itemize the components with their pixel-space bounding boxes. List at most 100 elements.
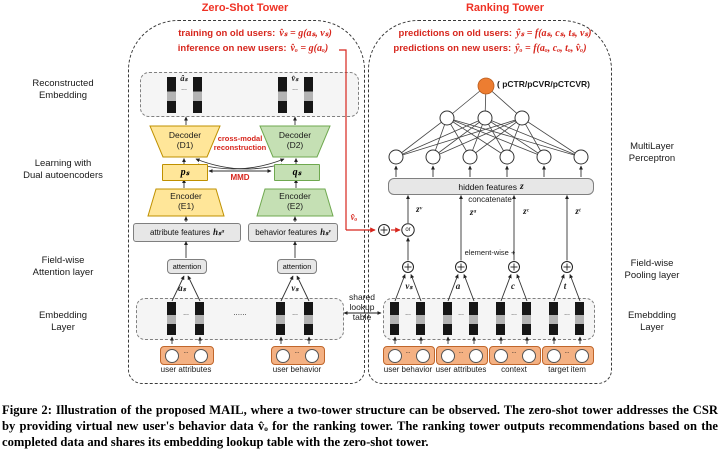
ranking-tower-title: Ranking Tower	[465, 2, 545, 14]
emb-a-label: aₛ	[178, 283, 186, 293]
z-label-v: zᵛ	[416, 204, 422, 214]
embedding-bar	[304, 77, 313, 113]
embedding-bar	[496, 302, 505, 335]
mmd-label: MMD	[230, 173, 250, 182]
input-node	[416, 348, 430, 363]
hidden-features-label: hidden features	[458, 181, 517, 192]
output-node	[477, 77, 495, 95]
z-label-a: zᵃ	[469, 207, 477, 217]
elementwise-label: element-wise +	[464, 248, 516, 257]
hidden-features-box: hidden features z	[388, 178, 594, 195]
ellipsis: ...	[183, 349, 189, 355]
cross-modal-label: cross-modal reconstruction	[213, 134, 267, 153]
hidden-features-symbol: z	[519, 181, 524, 192]
zs-equation-train: training on old users: v̂ₛ = g(aₛ, vₛ)	[178, 28, 332, 39]
ellipsis: ...	[181, 85, 187, 92]
input-node	[547, 348, 561, 363]
input-node	[165, 348, 179, 363]
embedding-bar	[304, 302, 313, 335]
embedding-bar	[167, 77, 176, 113]
latent-q-box: qₛ	[274, 164, 320, 181]
diagram-connectors	[147, 49, 589, 344]
encoder1-label: Encoder (E1)	[170, 191, 202, 212]
encoder2-label: Encoder (E2)	[279, 191, 311, 212]
recon-label-a: âₛ	[180, 73, 188, 83]
attribute-features-label: attribute features	[149, 228, 210, 237]
decoder2-label: Decoder (D2)	[278, 130, 312, 151]
input-label-target-item: target item	[548, 365, 586, 374]
embedding-bar	[193, 77, 202, 113]
ellipsis: ...	[294, 349, 300, 355]
ellipsis: ...	[405, 310, 411, 317]
side-label-embedding-layer-left: Embedding Layer	[38, 310, 88, 333]
ranking-tower-outline	[368, 20, 612, 384]
ellipsis: ...	[292, 310, 298, 317]
attribute-features-symbol: hₛᵃ	[212, 227, 225, 237]
embedding-bar	[469, 302, 478, 335]
recon-label-v: v̂ₛ	[291, 73, 299, 83]
zero-shot-tower-outline	[128, 20, 365, 384]
input-node	[194, 348, 208, 363]
embedding-bar	[167, 302, 176, 335]
vhat-o-label: v̂ₒ	[350, 212, 358, 222]
pool-label-v: vₛ	[405, 281, 413, 291]
rk-equation-old: predictions on old users: ŷₛ = f(aₛ, cₛ,…	[398, 28, 592, 39]
embedding-bar	[278, 77, 287, 113]
shared-lookup-label: shared lookup table	[349, 292, 375, 322]
ellipsis: ...	[564, 310, 570, 317]
or-node	[401, 223, 415, 237]
rk-equation-new: predictions on new users: ŷₒ = f(aₒ, cₒ,…	[393, 43, 587, 54]
side-label-pooling-layer: Field-wise Pooling layer	[624, 258, 680, 281]
zs-equation-infer: inference on new users: v̂ₒ = g(aₒ)	[177, 43, 329, 54]
ellipsis: ...	[458, 310, 464, 317]
embedding-bar	[276, 302, 285, 335]
attention-box-2: attention	[277, 259, 317, 274]
output-label: ( pCTR/pCVR/pCTCVR)	[497, 79, 591, 89]
input-label-user-behavior: user behavior	[383, 365, 433, 374]
ellipsis: ...	[564, 349, 570, 355]
ellipsis: ...	[458, 349, 464, 355]
input-node	[469, 348, 483, 363]
or-label: or	[405, 226, 411, 233]
decoder1-label: Decoder (D1)	[168, 130, 202, 151]
pool-label-t: t	[563, 281, 567, 291]
pool-label-a: a	[455, 281, 461, 291]
pool-label-c: c	[511, 281, 515, 291]
input-label-user-attributes: user attributes	[435, 365, 487, 374]
embedding-bar	[575, 302, 584, 335]
ellipsis: ...	[292, 85, 298, 92]
input-label-user-attributes: user attributes	[160, 365, 212, 374]
reconstructed-embedding-box	[140, 72, 359, 117]
side-label-attention-layer: Field-wise Attention layer	[32, 255, 94, 278]
input-node	[276, 348, 290, 363]
embedding-bar	[416, 302, 425, 335]
input-label-context: context	[501, 365, 527, 374]
side-label-dual-autoencoders: Learning with Dual autoencoders	[23, 158, 103, 181]
zero-shot-tower-title: Zero-Shot Tower	[201, 2, 289, 14]
embedding-bar	[390, 302, 399, 335]
attention-box-1: attention	[167, 259, 207, 274]
input-node	[388, 348, 402, 363]
latent-p-box: pₛ	[162, 164, 208, 181]
input-node	[305, 348, 319, 363]
emb-v-label: vₛ	[291, 283, 299, 293]
embedding-bar	[549, 302, 558, 335]
mid-ellipsis: ......	[233, 308, 247, 317]
behavior-features-symbol: hₛᵛ	[320, 227, 331, 237]
input-node	[575, 348, 589, 363]
side-label-embedding-layer-right: Emebdding Layer	[627, 310, 677, 333]
behavior-features-box: behavior features hₛᵛ	[248, 223, 338, 242]
concatenate-label: concatenate	[468, 195, 512, 204]
ellipsis: ...	[511, 349, 517, 355]
z-label-t: zᵗ	[575, 206, 581, 216]
side-label-reconstructed-embedding: Reconstructed Embedding	[32, 78, 94, 101]
embedding-bar	[443, 302, 452, 335]
figure-caption: Figure 2: Illustration of the proposed M…	[2, 403, 718, 449]
z-label-c: zᶜ	[523, 206, 529, 216]
embedding-bar	[522, 302, 531, 335]
embedding-bar	[195, 302, 204, 335]
input-node	[522, 348, 536, 363]
ellipsis: ...	[511, 310, 517, 317]
behavior-features-label: behavior features	[255, 228, 318, 237]
